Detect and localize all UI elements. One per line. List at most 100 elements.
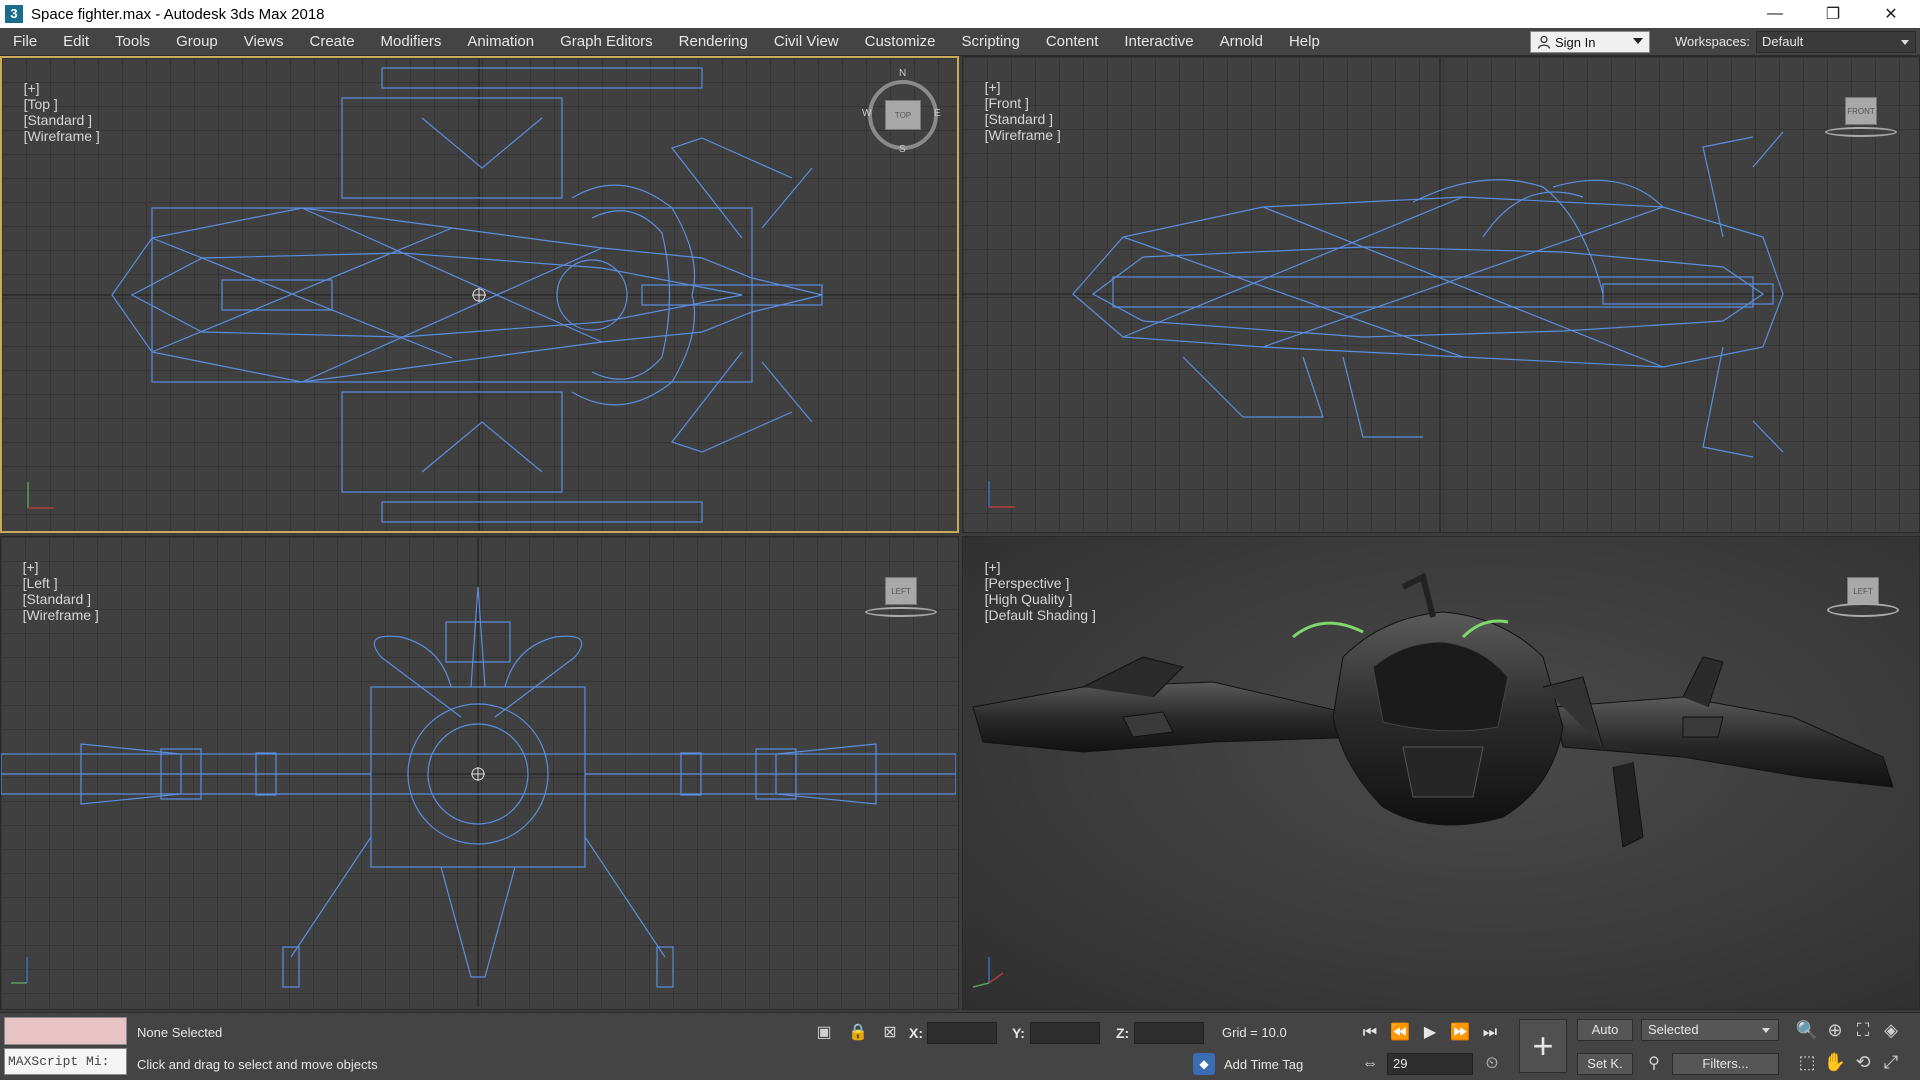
viewcube-compass[interactable]: TOP N E S W — [862, 68, 941, 155]
menu-interactive[interactable]: Interactive — [1124, 32, 1194, 50]
time-tag-icon[interactable]: ◆ — [1193, 1053, 1215, 1075]
lock-icon[interactable]: 🔒 — [848, 1024, 868, 1041]
go-to-start-icon[interactable]: ⏮ — [1362, 1024, 1378, 1041]
compass-north: N — [899, 68, 907, 79]
viewcube-left[interactable]: LEFT — [885, 577, 917, 605]
field-of-view-icon[interactable]: ⬚ — [1798, 1052, 1816, 1072]
zoom-extents-all-icon[interactable]: ◈ — [1884, 1020, 1898, 1040]
viewport-menu[interactable]: [+] — [984, 79, 1001, 95]
maxscript-listener-input[interactable]: MAXScript Mi: — [4, 1048, 127, 1075]
close-button[interactable]: ✕ — [1884, 6, 1898, 23]
viewport-pov[interactable]: [Top ] — [23, 96, 58, 112]
menu-civil-view[interactable]: Civil View — [773, 32, 839, 50]
viewcube-ring-icon[interactable] — [865, 607, 937, 617]
viewport-perspective[interactable]: [+] [Perspective ] [High Quality ] [Defa… — [962, 536, 1920, 1010]
viewport-shading-standard[interactable]: [Standard ] — [984, 111, 1054, 127]
menu-customize[interactable]: Customize — [864, 32, 936, 50]
viewport-front[interactable]: [+] [Front ] [Standard ] [Wireframe ] FR… — [962, 56, 1920, 533]
maximize-viewport-icon[interactable]: ⤢ — [1883, 1052, 1899, 1072]
viewcube-ring-icon[interactable] — [1825, 127, 1897, 137]
add-time-tag-button[interactable]: Add Time Tag — [1224, 1057, 1304, 1072]
viewport-front-label[interactable]: [+] [Front ] [Standard ] [Wireframe ] — [969, 63, 1063, 159]
key-filter-value: Selected — [1648, 1022, 1699, 1037]
3dsmax-app-icon[interactable]: 3 — [5, 5, 23, 23]
orbit-icon[interactable]: ⟲ — [1855, 1052, 1871, 1072]
x-coordinate-field[interactable] — [927, 1022, 997, 1044]
viewport-display-mode[interactable]: [Wireframe ] — [23, 128, 100, 144]
menu-views[interactable]: Views — [243, 32, 284, 50]
compass-east: E — [934, 108, 941, 119]
viewport-top-label[interactable]: [+] [Top ] [Standard ] [Wireframe ] — [8, 64, 102, 160]
viewport-shading-standard[interactable]: [Standard ] — [22, 591, 92, 607]
pan-hand-icon[interactable]: ✋ — [1823, 1052, 1847, 1072]
sign-in-dropdown[interactable]: Sign In — [1530, 31, 1650, 53]
absolute-mode-icon[interactable]: ⊠ — [883, 1024, 897, 1041]
play-icon[interactable]: ▶ — [1423, 1024, 1437, 1041]
restore-button[interactable]: ❐ — [1825, 6, 1841, 23]
viewport-left[interactable]: [+] [Left ] [Standard ] [Wireframe ] LEF… — [0, 536, 959, 1010]
menu-content[interactable]: Content — [1045, 32, 1099, 50]
minimize-button[interactable]: — — [1767, 5, 1783, 22]
viewport-left-label[interactable]: [+] [Left ] [Standard ] [Wireframe ] — [7, 543, 101, 639]
chevron-down-icon — [1762, 1028, 1770, 1033]
viewport-menu[interactable]: [+] — [22, 559, 39, 575]
menu-group[interactable]: Group — [176, 32, 218, 50]
viewport-perspective-label[interactable]: [+] [Perspective ] [High Quality ] [Defa… — [969, 543, 1098, 639]
z-coordinate-field[interactable] — [1134, 1022, 1204, 1044]
menu-rendering[interactable]: Rendering — [678, 32, 748, 50]
previous-frame-icon[interactable]: ⏪ — [1390, 1024, 1410, 1041]
menu-tools[interactable]: Tools — [115, 32, 151, 50]
viewcube-ring-icon[interactable] — [1827, 603, 1899, 617]
auto-key-button[interactable]: Auto — [1577, 1019, 1633, 1041]
viewport-pov[interactable]: [Front ] — [984, 95, 1029, 111]
key-filter-selected-dropdown[interactable]: Selected — [1641, 1019, 1779, 1041]
next-frame-icon[interactable]: ⏩ — [1450, 1024, 1470, 1041]
key-mode-toggle-icon[interactable]: ⇔ — [1362, 1055, 1378, 1072]
zoom-extents-icon[interactable]: ⛶ — [1856, 1020, 1870, 1040]
menu-file[interactable]: File — [13, 32, 38, 50]
user-icon — [1537, 35, 1551, 49]
viewcube-top[interactable]: TOP — [885, 100, 921, 130]
key-filters-icon[interactable]: ⚲ — [1648, 1055, 1660, 1072]
status-bar: MAXScript Mi: None Selected Click and dr… — [0, 1012, 1920, 1080]
viewport-display-mode[interactable]: [Wireframe ] — [22, 607, 99, 623]
set-key-icon[interactable]: + — [1519, 1019, 1567, 1073]
isolate-selection-icon[interactable]: ▣ — [816, 1024, 832, 1041]
viewport-menu[interactable]: [+] — [23, 80, 40, 96]
menu-create[interactable]: Create — [309, 32, 355, 50]
zoom-all-icon[interactable]: ⊕ — [1827, 1020, 1843, 1040]
viewport-pov[interactable]: [Perspective ] — [984, 575, 1070, 591]
z-label: Z: — [1116, 1025, 1130, 1041]
zoom-icon[interactable]: 🔍 — [1795, 1020, 1819, 1040]
y-coordinate-field[interactable] — [1030, 1022, 1100, 1044]
menu-edit[interactable]: Edit — [63, 32, 90, 50]
menu-help[interactable]: Help — [1288, 32, 1320, 50]
menu-scripting[interactable]: Scripting — [961, 32, 1020, 50]
viewport-pov[interactable]: [Left ] — [22, 575, 58, 591]
y-label: Y: — [1012, 1025, 1025, 1041]
current-frame-field[interactable]: 29 — [1387, 1053, 1473, 1075]
workspaces-select[interactable]: Default — [1756, 31, 1916, 53]
viewcube-perspective[interactable]: LEFT — [1847, 577, 1879, 605]
viewport-quality[interactable]: [High Quality ] — [984, 591, 1073, 607]
wireframe-left-view — [1, 537, 956, 1007]
menu-arnold[interactable]: Arnold — [1219, 32, 1263, 50]
viewport-shading-standard[interactable]: [Standard ] — [23, 112, 93, 128]
viewport-display-mode[interactable]: [Wireframe ] — [984, 127, 1061, 143]
viewcube-front[interactable]: FRONT — [1845, 97, 1877, 125]
time-configuration-icon[interactable]: ⏲ — [1485, 1055, 1499, 1072]
menu-graph-editors[interactable]: Graph Editors — [560, 32, 653, 50]
filters-button[interactable]: Filters... — [1672, 1053, 1779, 1075]
viewport-menu[interactable]: [+] — [984, 559, 1001, 575]
chevron-down-icon — [1901, 40, 1909, 45]
viewport-display-mode[interactable]: [Default Shading ] — [984, 607, 1096, 623]
go-to-end-icon[interactable]: ⏭ — [1482, 1024, 1498, 1041]
menu-animation[interactable]: Animation — [467, 32, 535, 50]
compass-west: W — [862, 108, 872, 119]
viewport-top[interactable]: [+] [Top ] [Standard ] [Wireframe ] TOP … — [0, 56, 959, 533]
selection-status: None Selected — [137, 1025, 223, 1040]
set-key-button[interactable]: Set K. — [1577, 1053, 1633, 1075]
object-color-swatch[interactable] — [4, 1017, 127, 1045]
compass-south: S — [899, 144, 906, 155]
menu-modifiers[interactable]: Modifiers — [380, 32, 442, 50]
